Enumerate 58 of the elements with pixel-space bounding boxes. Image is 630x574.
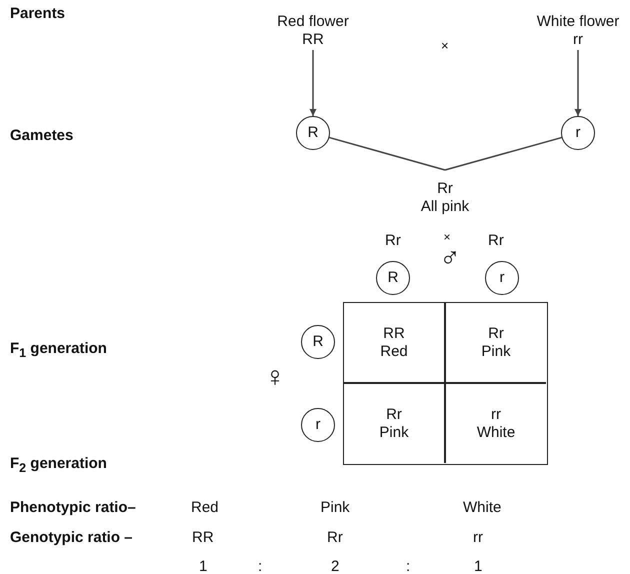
genotype-label: Rr [488, 324, 504, 342]
phenotype-label: White [463, 499, 502, 517]
connector-line [444, 136, 562, 171]
phenotype-label: Red [191, 499, 219, 517]
arrow [574, 50, 582, 116]
ratio-number: 2 [331, 558, 340, 574]
phenotype-label: Pink [379, 424, 409, 442]
genotype-label: rr [491, 406, 501, 424]
genotype-label: Rr [488, 232, 504, 250]
allele-label: r [576, 124, 580, 142]
gamete-circle [376, 261, 410, 295]
punnett-cell [344, 303, 445, 383]
phenotype-label: White [476, 424, 516, 442]
cross-sign: × [444, 230, 451, 244]
allele-label: r [500, 269, 504, 287]
allele-label: R [312, 333, 324, 351]
genotype-label: Rr [386, 406, 402, 424]
genotype-label: RR [383, 324, 405, 342]
row-heading: Genotypic ratio – [10, 529, 133, 547]
genotype-label: rr [573, 31, 583, 49]
punnett-cell [445, 303, 546, 383]
phenotype-label: Pink [320, 499, 350, 517]
genotype-label: RR [192, 529, 214, 547]
ratio-separator: : [258, 558, 262, 574]
gamete-circle [301, 325, 335, 359]
ratio-number: 1 [474, 558, 482, 574]
gamete-circle [296, 116, 330, 150]
allele-label: R [308, 124, 318, 142]
ratio-separator: : [406, 558, 410, 574]
gamete-circle [301, 408, 335, 442]
plant-name: White flower [536, 13, 620, 31]
arrow [310, 50, 316, 116]
row-heading: F$_{1}$ generation [10, 340, 107, 362]
male-symbol: ♂ [440, 243, 460, 273]
punnett-cell [445, 383, 546, 463]
genotype-label: Rr [437, 180, 453, 198]
plant-name: Red flower [277, 13, 349, 31]
phenotype-label: All pink [420, 198, 470, 216]
phenotype-label: Pink [481, 342, 511, 360]
row-heading: Phenotypic ratio– [10, 499, 136, 517]
genotype-label: Rr [327, 529, 343, 547]
connector-line [329, 136, 446, 171]
genotype-label: rr [473, 529, 483, 547]
row-heading: Parents [10, 5, 66, 23]
allele-label: r [316, 416, 320, 434]
female-symbol: ♀ [264, 362, 286, 392]
row-heading: F$_{2}$ generation [10, 455, 107, 477]
punnett-cell [344, 383, 445, 463]
cross-sign: × [441, 38, 449, 53]
punnett-square [343, 302, 548, 465]
allele-label: R [388, 269, 398, 287]
ratio-number: 1 [199, 558, 208, 574]
gamete-circle [561, 116, 595, 150]
genotype-label: Rr [385, 232, 401, 250]
gamete-circle [485, 261, 519, 295]
genotype-label: RR [302, 31, 324, 49]
phenotype-label: Red [380, 342, 408, 360]
row-heading: Gametes [10, 127, 74, 145]
